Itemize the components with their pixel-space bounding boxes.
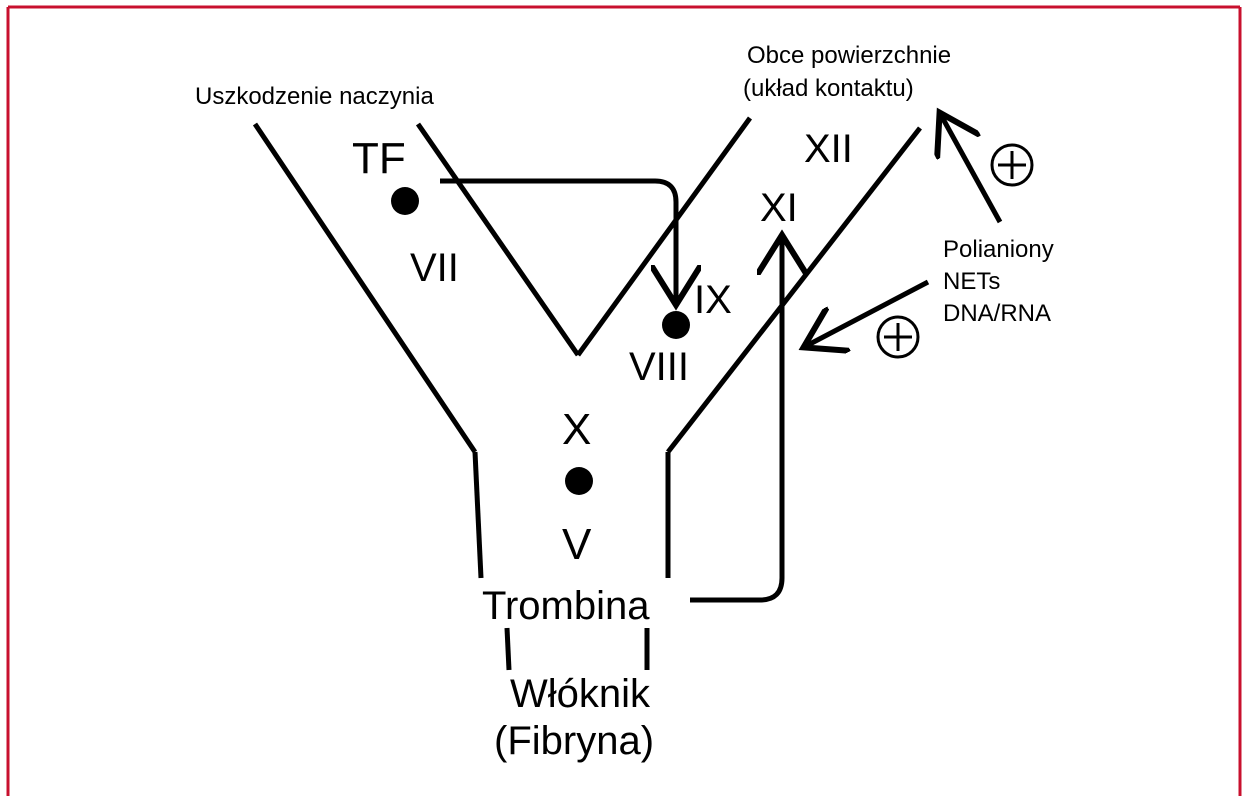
foreign-surfaces-label-2: (układ kontaktu) xyxy=(743,75,914,102)
inner-left-v-left xyxy=(415,122,581,357)
foreign-surfaces-label-1: Obce powierzchnie xyxy=(747,42,951,69)
factor-xii-label: XII xyxy=(804,127,853,171)
factor-xi-label: XI xyxy=(760,186,798,230)
fibrin-left-stub xyxy=(504,627,512,671)
factor-viii-label: VIII xyxy=(629,345,689,389)
polyanions-label-1: Polianiony xyxy=(943,236,1054,263)
factor-ix-label: IX xyxy=(694,278,732,322)
polyanions-to-surfaces-arrow xyxy=(942,117,1003,224)
tf-to-ix-arrow xyxy=(440,178,676,300)
polyanions-label-2: NETs xyxy=(943,268,1000,295)
factor-vii-label: VII xyxy=(410,246,459,290)
factor-v-label: V xyxy=(562,520,592,569)
outer-left-stem xyxy=(472,451,484,579)
ix-viii-complex-dot xyxy=(662,311,690,339)
polyanions-to-xi-arrow xyxy=(808,279,930,345)
plus-circle-top xyxy=(990,143,1034,187)
fibrin-label-1: Włóknik xyxy=(510,672,651,716)
outer-left-line xyxy=(252,122,478,454)
inner-left-v-right xyxy=(575,116,753,357)
polyanions-label-3: DNA/RNA xyxy=(943,300,1051,327)
factor-tf-label: TF xyxy=(352,134,406,183)
plus-circle-bottom xyxy=(876,315,920,359)
factor-x-label: X xyxy=(562,405,591,454)
vessel-injury-label: Uszkodzenie naczynia xyxy=(195,83,434,110)
outer-right-line xyxy=(666,126,922,454)
tf-vii-complex-dot xyxy=(391,187,419,215)
fibrin-label-2: (Fibryna) xyxy=(494,719,654,763)
x-v-complex-dot xyxy=(565,467,593,495)
thrombin-label: Trombina xyxy=(482,584,650,628)
thrombin-to-xi-arrow xyxy=(690,240,782,603)
